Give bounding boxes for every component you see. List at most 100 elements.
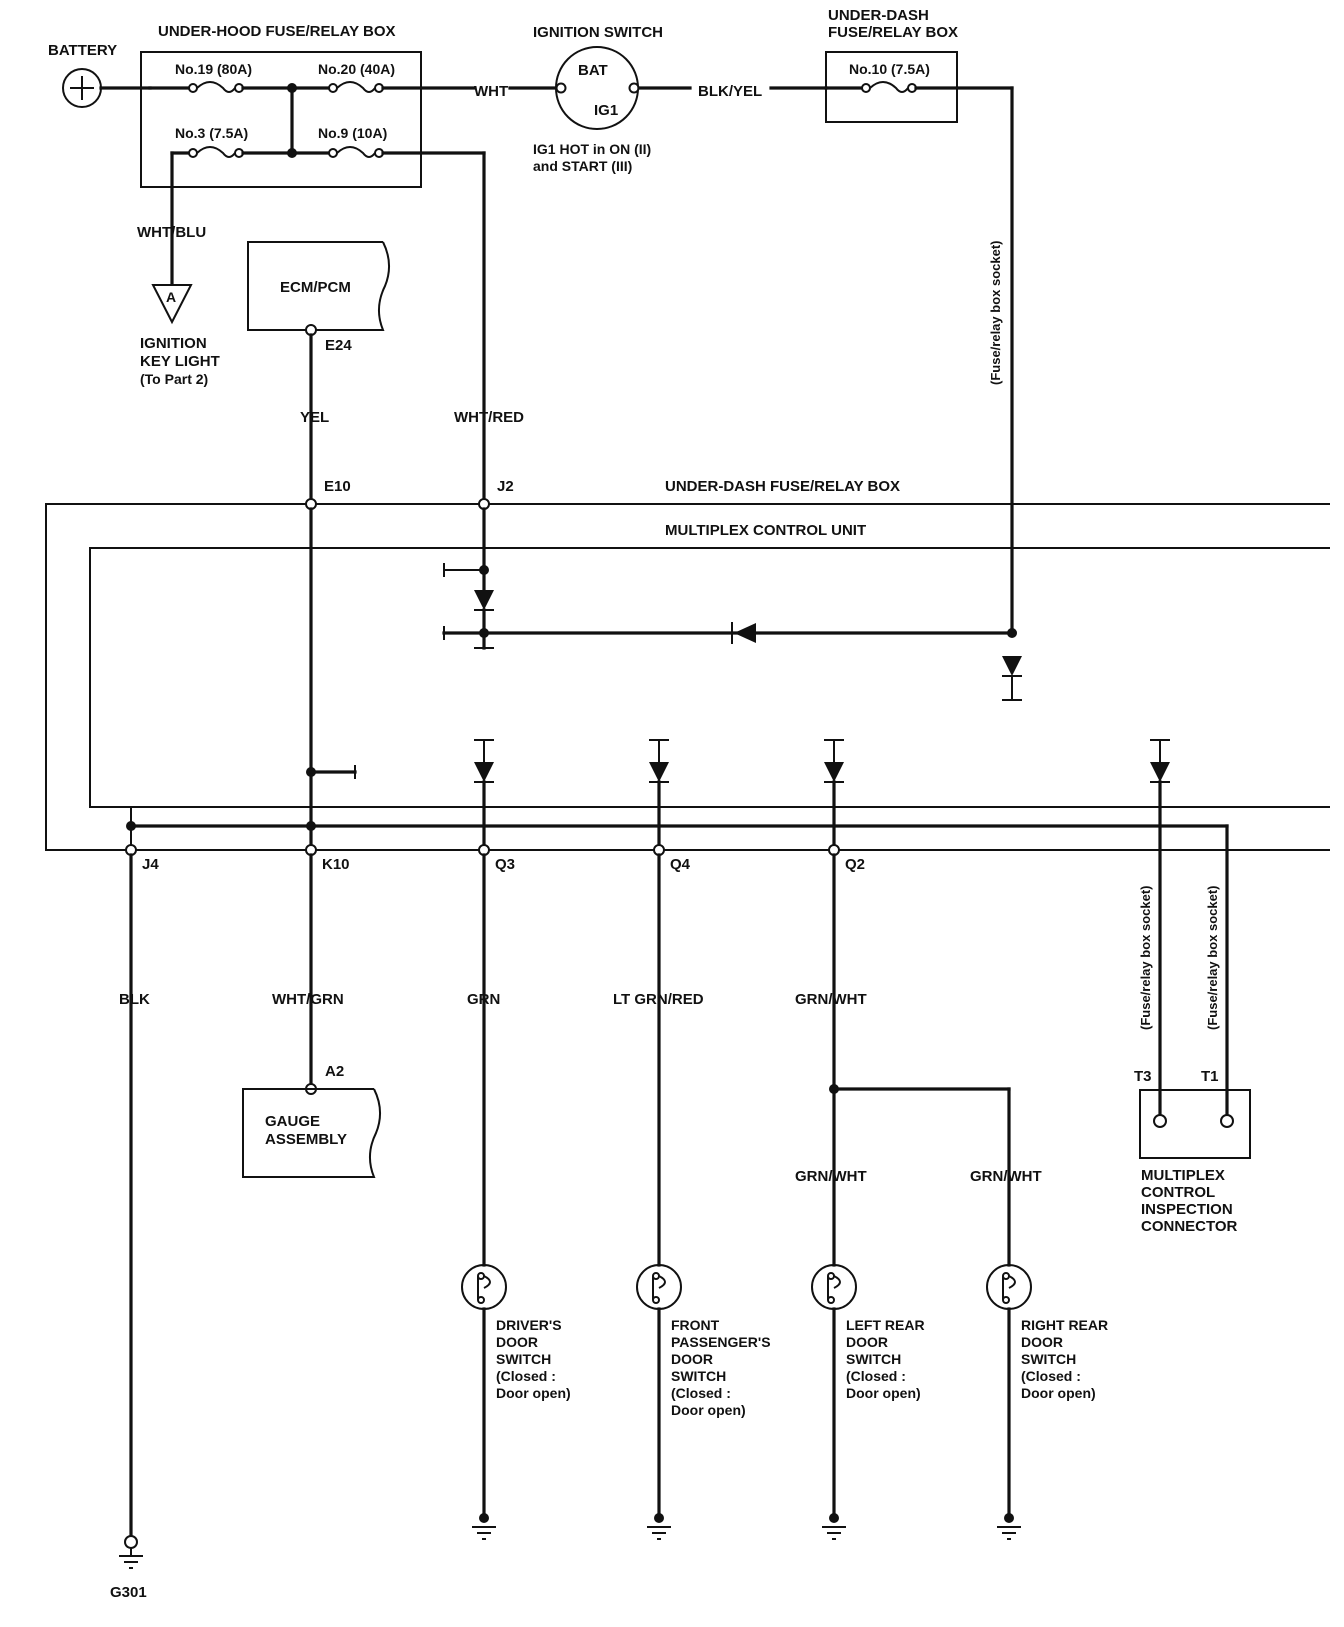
left-rear-door-switch: LEFT REAR DOOR SWITCH (Closed : Door ope… — [811, 1264, 925, 1540]
ignition-key-light-3: (To Part 2) — [140, 371, 208, 387]
socket-note-t3: (Fuse/relay box socket) — [1138, 886, 1153, 1031]
terminal-q4: Q4 — [670, 856, 691, 873]
wire-label-yel: YEL — [300, 409, 329, 426]
wire-label-wht-blu: WHT/BLU — [137, 224, 206, 241]
diode-icon — [474, 590, 494, 610]
inspection-connector: (Fuse/relay box socket) (Fuse/relay box … — [1134, 886, 1251, 1235]
switch-3-label-4: (Closed : — [846, 1368, 906, 1384]
ignition-ig1-label: IG1 — [594, 102, 618, 119]
diode-icon — [1150, 762, 1170, 782]
ignition-bat-label: BAT — [578, 62, 608, 79]
diode-icon — [649, 762, 669, 782]
wire-label-wht-red: WHT/RED — [454, 409, 524, 426]
multiplex-unit-label: MULTIPLEX CONTROL UNIT — [665, 522, 866, 539]
ecm-pcm: ECM/PCM E24 — [247, 241, 390, 354]
switch-1-label-3: SWITCH — [496, 1351, 551, 1367]
socket-note-t1: (Fuse/relay box socket) — [1205, 886, 1220, 1031]
wire-label-grn-wht: GRN/WHT — [795, 991, 867, 1008]
gauge-assembly: A2 GAUGE ASSEMBLY — [242, 1063, 381, 1178]
wire-label-wht: WHT — [474, 83, 508, 100]
ground-g301: G301 — [110, 1535, 147, 1601]
fuse-19-icon — [196, 81, 236, 93]
battery: BATTERY — [48, 42, 152, 108]
under-dash-title-1: UNDER-DASH — [828, 7, 929, 24]
gauge-label-2: ASSEMBLY — [265, 1131, 347, 1148]
ignition-key-light-2: KEY LIGHT — [140, 353, 220, 370]
switch-1-label-5: Door open) — [496, 1385, 571, 1401]
inspection-label-4: CONNECTOR — [1141, 1218, 1238, 1235]
fuse-20-icon — [336, 81, 376, 93]
gauge-pin-a2: A2 — [325, 1063, 344, 1080]
terminal-k10: K10 — [322, 856, 350, 873]
ignition-note-1: IG1 HOT in ON (II) — [533, 141, 651, 157]
bottom-terminals: J4 K10 Q3 Q4 Q2 — [125, 844, 865, 873]
switch-2-label-1: FRONT — [671, 1317, 720, 1333]
wire-label-grn-wht-left: GRN/WHT — [795, 1168, 867, 1185]
under-dash-box-outline: UNDER-DASH FUSE/RELAY BOX — [45, 478, 1330, 851]
wire-label-grn: GRN — [467, 991, 500, 1008]
socket-note-top: (Fuse/relay box socket) — [988, 241, 1003, 386]
terminal-j2: J2 — [497, 478, 514, 495]
battery-label: BATTERY — [48, 42, 117, 59]
switch-4-label-4: (Closed : — [1021, 1368, 1081, 1384]
connector-a-icon — [151, 284, 193, 325]
diode-icon — [824, 762, 844, 782]
inspection-label-3: INSPECTION — [1141, 1201, 1233, 1218]
ignition-key-light-connector: A IGNITION KEY LIGHT (To Part 2) — [140, 284, 220, 387]
fuse-3-icon — [196, 146, 236, 158]
under-dash-title-2: FUSE/RELAY BOX — [828, 24, 958, 41]
wire-label-wht-grn: WHT/GRN — [272, 991, 344, 1008]
inspection-label-1: MULTIPLEX — [1141, 1167, 1225, 1184]
multiplex-unit-outline: MULTIPLEX CONTROL UNIT — [89, 522, 1330, 808]
switch-3-label-2: DOOR — [846, 1334, 888, 1350]
ignition-switch-title: IGNITION SWITCH — [533, 24, 663, 41]
drivers-door-switch: DRIVER'S DOOR SWITCH (Closed : Door open… — [461, 1264, 571, 1540]
wire-label-blk-yel: BLK/YEL — [698, 83, 762, 100]
switch-3-label-1: LEFT REAR — [846, 1317, 925, 1333]
wire-label-lt-grn-red: LT GRN/RED — [613, 991, 704, 1008]
switch-1-label-1: DRIVER'S — [496, 1317, 562, 1333]
switch-3-label-5: Door open) — [846, 1385, 921, 1401]
switch-2-label-5: (Closed : — [671, 1385, 731, 1401]
ignition-switch: IGNITION SWITCH BAT IG1 IG1 HOT in ON (I… — [533, 24, 663, 174]
diode-icon — [1002, 656, 1022, 676]
inspection-label-2: CONTROL — [1141, 1184, 1215, 1201]
switch-4-label-3: SWITCH — [1021, 1351, 1076, 1367]
ecm-label: ECM/PCM — [280, 279, 351, 296]
diode-icon — [734, 623, 756, 643]
under-dash-box-label: UNDER-DASH FUSE/RELAY BOX — [665, 478, 900, 495]
switch-2-label-2: PASSENGER'S — [671, 1334, 771, 1350]
under-hood-fuse-box: UNDER-HOOD FUSE/RELAY BOX No.19 (80A) No… — [140, 23, 486, 287]
switch-2-label-4: SWITCH — [671, 1368, 726, 1384]
fuse-9-label: No.9 (10A) — [318, 125, 387, 141]
diode-icon — [474, 762, 494, 782]
under-hood-title: UNDER-HOOD FUSE/RELAY BOX — [158, 23, 396, 40]
gauge-label-1: GAUGE — [265, 1113, 320, 1130]
under-dash-fuse-box-top: UNDER-DASH FUSE/RELAY BOX No.10 (7.5A) — [824, 7, 1014, 123]
switch-1-label-4: (Closed : — [496, 1368, 556, 1384]
terminal-e10: E10 — [324, 478, 351, 495]
fuse-3-label: No.3 (7.5A) — [175, 125, 248, 141]
connector-a-label: A — [166, 289, 176, 305]
switch-4-label-2: DOOR — [1021, 1334, 1063, 1350]
terminal-t1: T1 — [1201, 1068, 1219, 1085]
terminal-q3: Q3 — [495, 856, 515, 873]
right-rear-door-switch: RIGHT REAR DOOR SWITCH (Closed : Door op… — [986, 1264, 1108, 1540]
switch-4-label-5: Door open) — [1021, 1385, 1096, 1401]
switch-4-label-1: RIGHT REAR — [1021, 1317, 1108, 1333]
switch-1-label-2: DOOR — [496, 1334, 538, 1350]
front-passengers-door-switch: FRONT PASSENGER'S DOOR SWITCH (Closed : … — [636, 1264, 771, 1540]
input-diodes — [474, 739, 1170, 783]
ecm-pin-e24: E24 — [325, 337, 352, 354]
ignition-key-light-1: IGNITION — [140, 335, 207, 352]
fuse-19-label: No.19 (80A) — [175, 61, 252, 77]
ground-label: G301 — [110, 1584, 147, 1601]
wire-label-blk: BLK — [119, 991, 150, 1008]
switch-2-label-6: Door open) — [671, 1402, 746, 1418]
terminal-q2: Q2 — [845, 856, 865, 873]
fuse-10-icon — [869, 81, 909, 93]
terminal-j4: J4 — [142, 856, 159, 873]
fuse-20-label: No.20 (40A) — [318, 61, 395, 77]
